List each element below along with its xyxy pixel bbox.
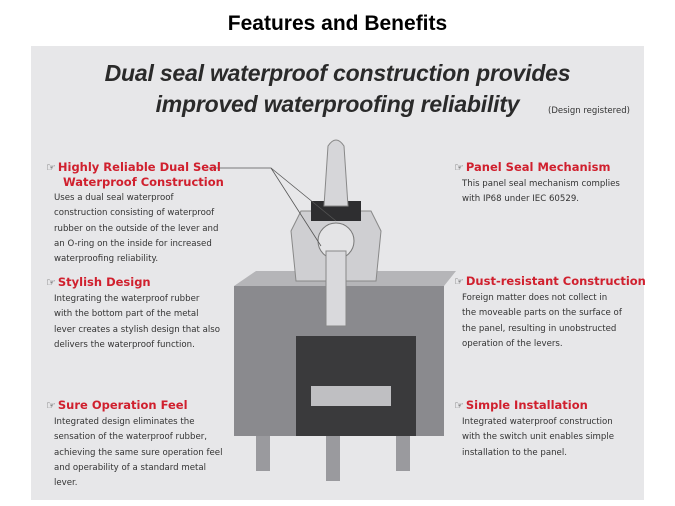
callout-line	[209, 167, 337, 247]
feature-text: This panel seal mechanism complies	[462, 179, 620, 189]
pointing-hand-icon: ☞	[454, 161, 464, 174]
feature-text: installation to the panel.	[462, 447, 567, 458]
feature-sure-operation: ☞Sure Operation Feel Integrated design e…	[46, 398, 222, 491]
feature-title: Stylish Design	[57, 275, 151, 289]
feature-text: Integrated waterproof construction	[462, 417, 613, 427]
feature-text: lever.	[54, 478, 78, 489]
feature-text: and operability of a standard metal	[54, 462, 207, 473]
feature-text: Uses a dual seal waterproof	[54, 193, 174, 203]
design-registered-note: (Design registered)	[548, 106, 630, 116]
feature-title: Sure Operation Feel	[57, 398, 188, 412]
feature-title: Dust-resistant Construction	[465, 274, 646, 288]
feature-text: the panel, resulting in unobstructed	[462, 323, 617, 334]
feature-text: construction consisting of waterproof	[54, 208, 215, 219]
feature-text: sensation of the waterproof rubber,	[54, 432, 207, 443]
lever	[323, 139, 349, 207]
feature-title: Simple Installation	[465, 398, 588, 412]
feature-title: Panel Seal Mechanism	[465, 160, 611, 174]
feature-text: Integrated design eliminates the	[54, 417, 195, 427]
headline-line-2: improved waterproofing reliability	[155, 91, 520, 117]
feature-panel-seal: ☞Panel Seal Mechanism This panel seal me…	[454, 160, 620, 208]
feature-panel: Dual seal waterproof construction provid…	[31, 46, 646, 500]
feature-text: the moveable parts on the surface of	[462, 308, 622, 319]
feature-text: an O-ring on the inside for increased	[54, 238, 212, 249]
feature-simple-installation: ☞Simple Installation Integrated waterpro…	[454, 398, 614, 461]
feature-text: Foreign matter does not collect in	[462, 293, 608, 303]
toggle-switch-illustration	[234, 139, 456, 481]
feature-text: delivers the waterproof function.	[54, 339, 195, 350]
pointing-hand-icon: ☞	[46, 399, 56, 412]
feature-text: operation of the levers.	[462, 338, 563, 349]
feature-text: with IP68 under IEC 60529.	[462, 194, 580, 205]
pointing-hand-icon: ☞	[46, 276, 56, 289]
headline-line-1: Dual seal waterproof construction provid…	[104, 60, 571, 86]
slide-title: Features and Benefits	[227, 12, 448, 35]
feature-text: with the switch unit enables simple	[462, 432, 615, 443]
feature-stylish-design: ☞Stylish Design Integrating the waterpro…	[46, 275, 220, 353]
feature-text: achieving the same sure operation feel	[54, 447, 223, 458]
feature-text: rubber on the outside of the lever and	[54, 223, 219, 234]
pointing-hand-icon: ☞	[454, 275, 464, 288]
feature-text: lever creates a stylish design that also	[54, 324, 220, 335]
feature-dust-resistant: ☞Dust-resistant Construction Foreign mat…	[454, 274, 646, 352]
pointing-hand-icon: ☞	[46, 161, 56, 174]
feature-title: Waterproof Construction	[63, 175, 224, 189]
feature-text: waterproofing reliability.	[54, 254, 159, 265]
feature-text: Integrating the waterproof rubber	[54, 294, 200, 304]
feature-text: with the bottom part of the metal	[54, 309, 199, 320]
feature-title: Highly Reliable Dual Seal	[57, 160, 221, 174]
pointing-hand-icon: ☞	[454, 399, 464, 412]
